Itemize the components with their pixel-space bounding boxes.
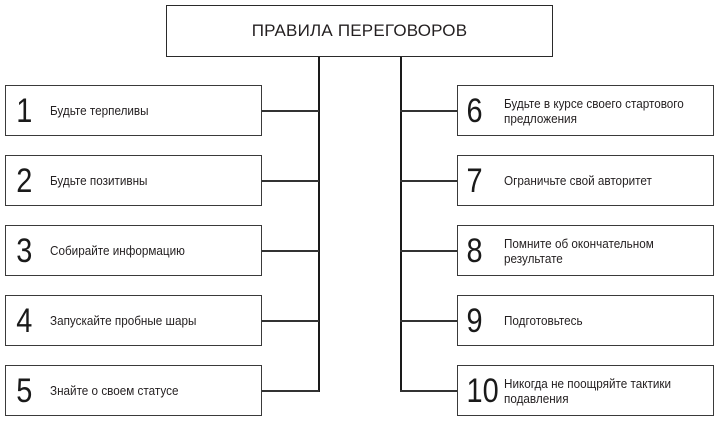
- rule-box-10: 10 Никогда не поощряйте тактики подавлен…: [457, 365, 714, 416]
- connector-9: [400, 320, 457, 322]
- rule-text: Никогда не поощряйте тактики подавления: [504, 376, 671, 406]
- rule-text-line2: предложения: [504, 110, 577, 126]
- right-trunk-line: [400, 57, 402, 392]
- rule-number: 10: [466, 371, 499, 410]
- rule-number: 1: [16, 91, 33, 130]
- rule-text-line2: подавления: [504, 390, 569, 406]
- rule-box-2: 2 Будьте позитивны: [5, 155, 262, 206]
- connector-8: [400, 250, 457, 252]
- rule-text: Ограничьте свой авторитет: [504, 173, 652, 188]
- rule-box-8: 8 Помните об окончательном результате: [457, 225, 714, 276]
- rule-number: 3: [16, 231, 33, 270]
- connector-3: [262, 250, 319, 252]
- rule-number: 5: [16, 371, 33, 410]
- rule-text: Будьте позитивны: [50, 173, 148, 188]
- diagram-title-text: ПРАВИЛА ПЕРЕГОВОРОВ: [251, 21, 468, 40]
- rule-box-9: 9 Подготовьтесь: [457, 295, 714, 346]
- connector-7: [400, 180, 457, 182]
- rule-number: 9: [466, 301, 483, 340]
- rule-text: Будьте в курсе своего стартового предлож…: [504, 96, 684, 126]
- connector-6: [400, 110, 457, 112]
- connector-2: [262, 180, 319, 182]
- connector-10: [400, 390, 457, 392]
- connector-1: [262, 110, 319, 112]
- left-trunk-line: [318, 57, 320, 392]
- rule-text: Будьте терпеливы: [50, 103, 149, 118]
- rule-box-7: 7 Ограничьте свой авторитет: [457, 155, 714, 206]
- rule-box-3: 3 Собирайте информацию: [5, 225, 262, 276]
- rule-text-line1: Помните об окончательном: [504, 235, 654, 251]
- rule-number: 4: [16, 301, 33, 340]
- rule-number: 6: [466, 91, 483, 130]
- rule-box-1: 1 Будьте терпеливы: [5, 85, 262, 136]
- rule-box-4: 4 Запускайте пробные шары: [5, 295, 262, 346]
- rule-text: Помните об окончательном результате: [504, 236, 654, 266]
- rule-text-line1: Будьте в курсе своего стартового: [504, 95, 684, 111]
- connector-4: [262, 320, 319, 322]
- rule-text: Подготовьтесь: [504, 313, 583, 328]
- rule-number: 2: [16, 161, 33, 200]
- rule-text-line1: Никогда не поощряйте тактики: [504, 375, 672, 391]
- rule-box-6: 6 Будьте в курсе своего стартового предл…: [457, 85, 714, 136]
- rule-text: Собирайте информацию: [50, 243, 185, 258]
- rule-number: 7: [466, 161, 483, 200]
- rule-box-5: 5 Знайте о своем статусе: [5, 365, 262, 416]
- connector-5: [262, 390, 319, 392]
- diagram-title: ПРАВИЛА ПЕРЕГОВОРОВ: [166, 5, 553, 57]
- rule-text: Запускайте пробные шары: [50, 313, 197, 328]
- rule-number: 8: [466, 231, 483, 270]
- rule-text-line2: результате: [504, 250, 563, 266]
- rule-text: Знайте о своем статусе: [50, 383, 179, 398]
